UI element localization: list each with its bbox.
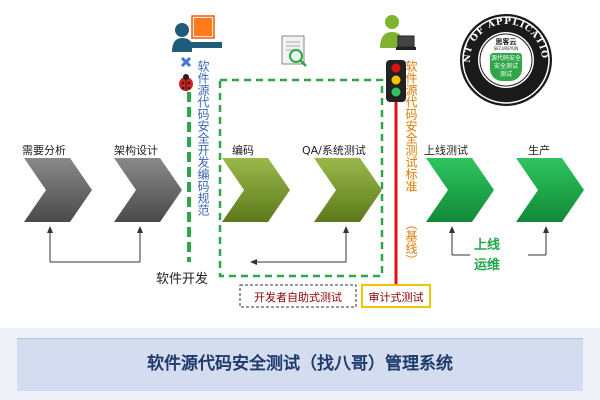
stage-label-qa: QA/系统测试 <box>302 144 366 157</box>
computer-user-icon <box>172 15 222 52</box>
chevron-qa <box>314 158 382 222</box>
dev-self-test-label: 开发者自助式测试 <box>254 291 342 304</box>
seal-brand-en: SECUREYUN <box>493 46 519 51</box>
audit-test-box <box>361 284 431 308</box>
ops-arrowhead-left <box>449 226 455 233</box>
baseline-vertical-label: （基线） <box>404 218 418 266</box>
bracket-arrowhead-mid-left <box>250 259 257 265</box>
seal-line1: 源代码安全 <box>490 55 521 62</box>
stage-label-coding: 编码 <box>232 144 254 157</box>
document-magnifier-icon <box>281 35 307 67</box>
ops-label-line2: 运维 <box>474 258 501 273</box>
software-dev-label: 软件开发 <box>156 272 209 287</box>
bracket-arrowhead-mid-up <box>343 226 349 233</box>
blue-x-icon <box>180 56 192 68</box>
ops-arrowhead-right <box>543 226 549 233</box>
chevron-golive <box>426 158 494 222</box>
person-laptop-icon <box>380 15 416 50</box>
chevron-requirements <box>24 158 92 222</box>
stage-label-requirements: 需要分析 <box>22 144 66 157</box>
ladybug-icon <box>179 74 193 91</box>
bracket-arrow-mid <box>252 228 347 263</box>
seal-brand: 思客云 <box>495 38 517 46</box>
seal-text-layer: DEPARTMENT OF APPLICATION DEFENSE <box>0 0 549 63</box>
chevron-architecture <box>114 158 182 222</box>
audit-test-label: 审计式测试 <box>368 291 424 304</box>
chevron-coding <box>222 158 290 222</box>
stage-label-architecture: 架构设计 <box>114 144 158 157</box>
dev-self-test-box <box>239 284 357 308</box>
stage-label-production: 生产 <box>528 144 550 157</box>
bracket-arrowhead-right <box>137 226 143 233</box>
seal-inner: 思客云 SECUREYUN 源代码安全 安全测试 测试 <box>486 38 526 82</box>
chevron-production <box>516 158 584 222</box>
traffic-light-icon <box>386 60 406 102</box>
footer-title: 软件源代码安全测试（找八哥）管理系统 <box>147 354 453 374</box>
test-standard-vertical-label: 软件源代码安全测试标准 <box>404 60 418 192</box>
seal-line3: 测试 <box>499 71 512 78</box>
seal-shield-icon <box>490 53 522 81</box>
seal-line2: 安全测试 <box>493 63 518 70</box>
software-dev-box <box>218 78 384 278</box>
stage-label-golive: 上线测试 <box>424 144 468 157</box>
seal-ring-text: DEPARTMENT OF APPLICATION DEFENSE <box>0 0 549 63</box>
dev-spec-vertical-label: 软件源代码安全开发编码规范 <box>196 60 210 216</box>
footer-banner <box>17 338 583 391</box>
bracket-arrow-left <box>49 228 141 263</box>
bracket-arrowhead-left <box>47 226 53 233</box>
ops-label-line1: 上线 <box>474 238 501 253</box>
